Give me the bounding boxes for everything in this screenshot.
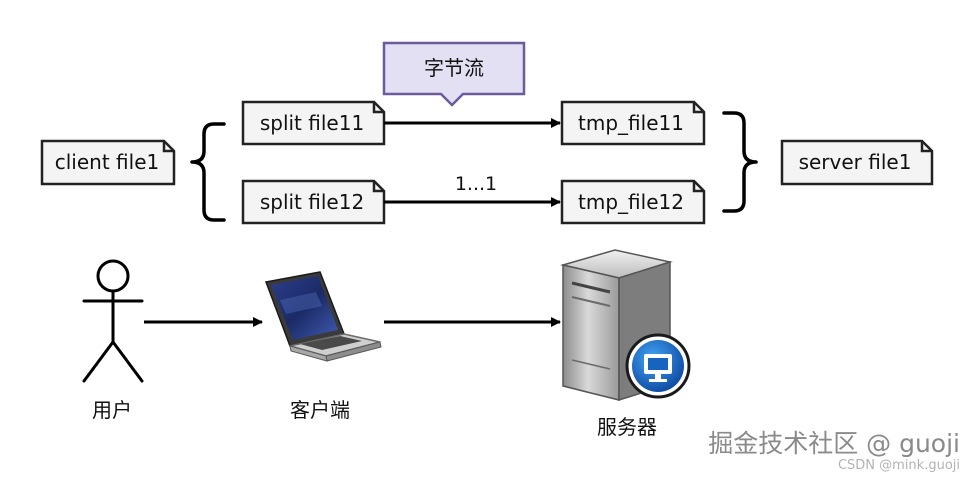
watermark-secondary: CSDN @mink.guoji [838, 458, 960, 473]
split-file-1-label: split file11 [260, 111, 364, 135]
document-icon [560, 100, 706, 146]
user-label: 用户 [92, 398, 132, 422]
document-icon [40, 139, 176, 186]
server-file-node: server file1 [780, 139, 934, 186]
tmp-file-1-node: tmp_file11 [560, 100, 706, 146]
right-brace [722, 111, 758, 213]
laptop-icon [264, 271, 382, 362]
watermark-primary: 掘金技术社区 @ guoji [708, 429, 960, 458]
user-actor-icon [82, 259, 144, 383]
document-icon [560, 179, 706, 225]
split-file-2-label: split file12 [260, 190, 364, 214]
tmp-file-2-label: tmp_file12 [578, 190, 684, 214]
server-monitor-badge-icon [625, 333, 691, 399]
split-file-1-node: split file11 [241, 100, 386, 146]
left-brace [190, 122, 226, 222]
tmp-file-1-label: tmp_file11 [578, 111, 684, 135]
client-file-label: client file1 [55, 150, 159, 174]
client-file-node: client file1 [40, 139, 176, 186]
document-icon [780, 139, 934, 186]
document-icon [241, 179, 386, 225]
repeat-range-label: 1...1 [455, 173, 497, 195]
tmp-file-2-node: tmp_file12 [560, 179, 706, 225]
byte-stream-callout: 字节流 [382, 41, 526, 107]
client-label: 客户端 [290, 398, 350, 422]
callout-label: 字节流 [424, 56, 484, 80]
server-label: 服务器 [597, 415, 657, 439]
split-file-2-node: split file12 [241, 179, 386, 225]
server-file-label: server file1 [799, 150, 912, 174]
document-icon [241, 100, 386, 146]
